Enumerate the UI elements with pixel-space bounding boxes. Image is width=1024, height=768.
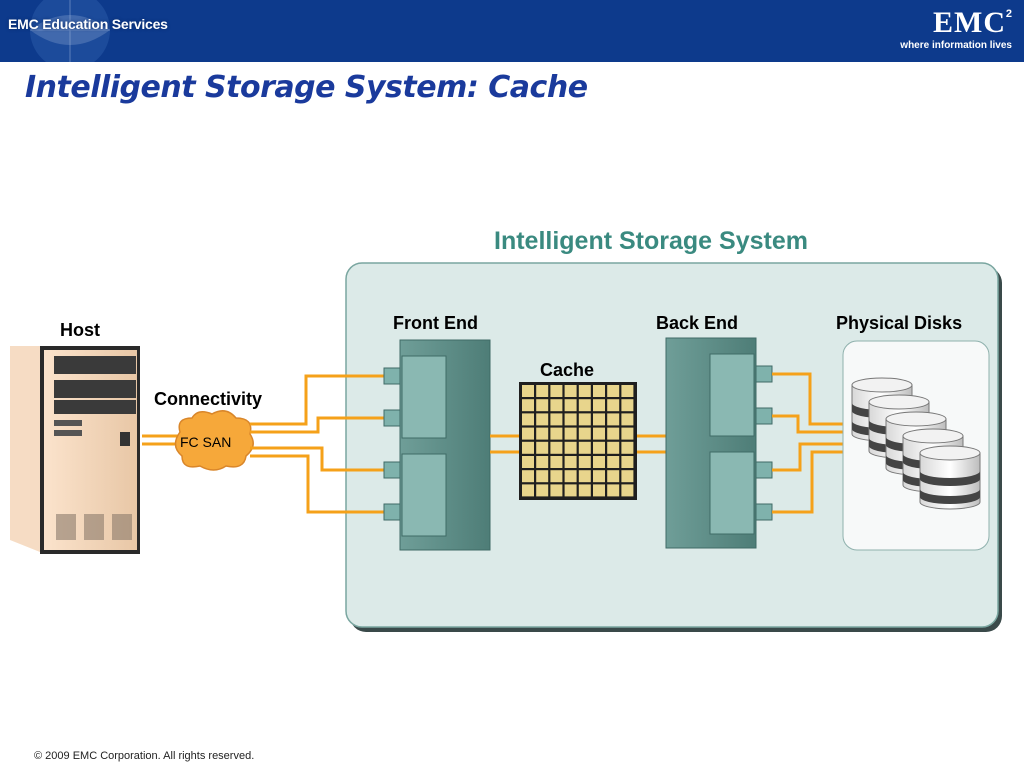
back-end-controller <box>665 337 773 549</box>
front-to-cache-links <box>490 434 520 454</box>
copyright-footer: © 2009 EMC Corporation. All rights reser… <box>34 750 255 762</box>
cache-cell <box>621 399 634 412</box>
cache-cell <box>564 427 577 440</box>
cache-cell <box>621 456 634 468</box>
cache-cell <box>550 470 563 483</box>
cache-cell <box>550 413 563 426</box>
cache-cell <box>607 484 620 497</box>
cache-cell <box>522 456 534 468</box>
cache-cell <box>578 484 591 497</box>
cache-grid <box>519 382 637 500</box>
cache-cell <box>578 470 591 483</box>
cache-cell <box>607 456 620 468</box>
connectivity-label: Connectivity <box>154 389 263 409</box>
cache-cell <box>522 441 534 454</box>
cache-cell <box>536 470 549 483</box>
cache-cell <box>593 484 605 497</box>
header-bar: EMC Education Services EMC 2 where infor… <box>0 0 1024 62</box>
san-links <box>250 374 384 514</box>
cache-cell <box>593 456 605 468</box>
cache-cell <box>564 484 577 497</box>
page-title: Intelligent Storage System: Cache <box>25 70 588 105</box>
cache-cell <box>536 427 549 440</box>
back-end-label: Back End <box>656 313 739 333</box>
cache-cell <box>536 456 549 468</box>
cache-cell <box>593 470 605 483</box>
cache-cell <box>621 441 634 454</box>
cache-cell <box>564 441 577 454</box>
cache-cell <box>593 385 605 397</box>
brand-label: EMC Education Services <box>8 16 168 32</box>
cache-cell <box>621 427 634 440</box>
cache-cell <box>522 427 534 440</box>
emc-logo-superscript: 2 <box>1005 8 1012 20</box>
cache-label: Cache <box>540 360 595 380</box>
cache-cell <box>536 385 549 397</box>
cache-cell <box>607 470 620 483</box>
cache-cell <box>550 441 563 454</box>
emc-tagline: where information lives <box>900 40 1012 51</box>
cache-cell <box>536 413 549 426</box>
cache-cell <box>564 399 577 412</box>
cache-cell <box>550 427 563 440</box>
fc-san-label: FC SAN <box>180 434 232 450</box>
cache-cell <box>578 427 591 440</box>
cache-cell <box>522 413 534 426</box>
disk-icon <box>919 445 981 510</box>
cache-cell <box>621 470 634 483</box>
cache-cell <box>593 441 605 454</box>
cache-cell <box>578 385 591 397</box>
physical-disks-label: Physical Disks <box>836 313 963 333</box>
cache-cell <box>550 399 563 412</box>
back-to-disk-links <box>772 372 848 514</box>
front-end-controller <box>383 339 491 551</box>
fc-san-cloud <box>174 410 254 471</box>
cache-cell <box>522 484 534 497</box>
cache-cell <box>621 484 634 497</box>
globe-icon <box>30 0 110 62</box>
cache-cell <box>621 385 634 397</box>
cache-cell <box>522 385 534 397</box>
disk-stack-icon <box>851 377 981 510</box>
cache-cell <box>536 399 549 412</box>
cache-cell <box>564 470 577 483</box>
cache-cell <box>578 399 591 412</box>
cache-cell <box>578 441 591 454</box>
cache-cell <box>536 484 549 497</box>
storage-system-title: Intelligent Storage System <box>494 227 808 255</box>
cache-cell <box>550 385 563 397</box>
cache-cell <box>593 413 605 426</box>
cache-cell <box>536 441 549 454</box>
cache-cell <box>607 441 620 454</box>
host-server-icon <box>8 342 146 554</box>
cache-cell <box>607 413 620 426</box>
cache-cell <box>621 413 634 426</box>
cache-cell <box>593 427 605 440</box>
cache-to-back-links <box>637 434 666 454</box>
cache-cell <box>564 456 577 468</box>
cache-cell <box>607 385 620 397</box>
front-end-label: Front End <box>393 313 478 333</box>
host-links <box>142 434 178 446</box>
cache-cell <box>607 399 620 412</box>
cache-cell <box>550 484 563 497</box>
cache-cell <box>550 456 563 468</box>
cache-cell <box>564 413 577 426</box>
host-label: Host <box>60 320 100 340</box>
cache-cell <box>522 470 534 483</box>
emc-logo: EMC <box>933 6 1006 39</box>
cache-cell <box>607 427 620 440</box>
cache-cell <box>593 399 605 412</box>
cache-cell <box>578 456 591 468</box>
cache-cell <box>522 399 534 412</box>
cache-cell <box>578 413 591 426</box>
cache-cell <box>564 385 577 397</box>
